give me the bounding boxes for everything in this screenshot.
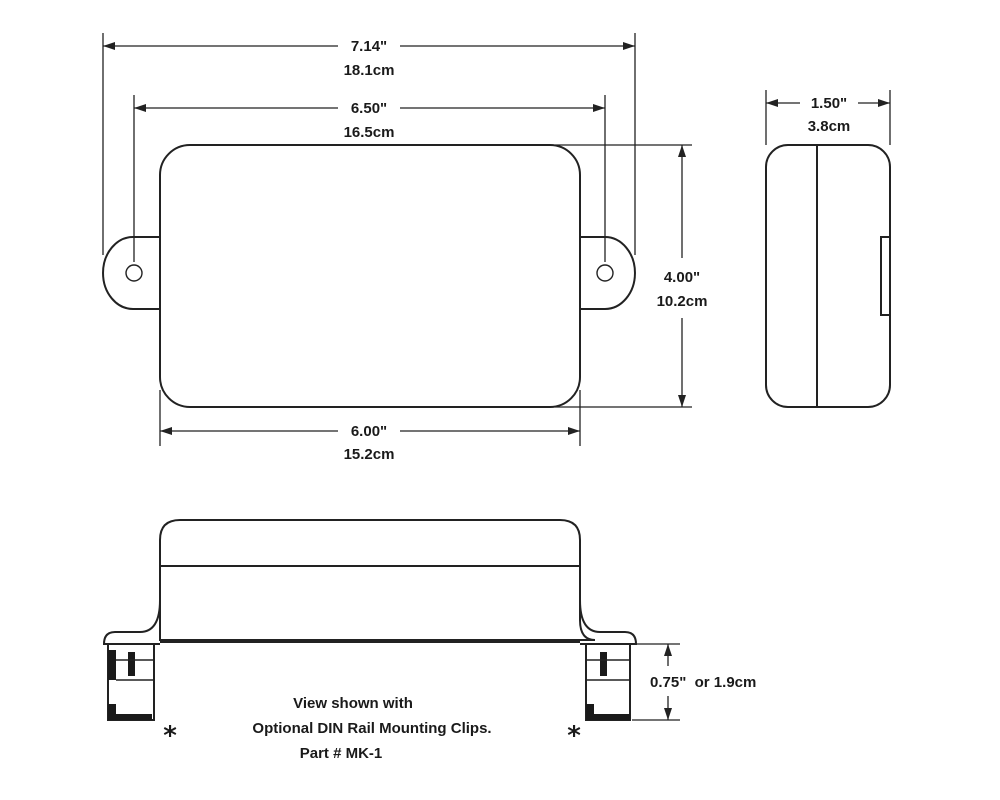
left-asterisk: *: [163, 721, 177, 751]
left-din-clip: [107, 643, 155, 721]
right-mounting-hole: [596, 264, 614, 282]
depth-side-inches: 1.50": [811, 95, 847, 112]
dimension-depth-side: 1.50" 3.8cm: [766, 95, 890, 135]
overall-length-inches: 7.14": [351, 38, 387, 55]
side-view-connector: [880, 236, 891, 316]
right-din-clip: [585, 643, 631, 721]
side-view: 1.50" 3.8cm: [765, 90, 891, 408]
dimension-height-front: 4.00" 10.2cm: [657, 145, 708, 407]
din-clip-note: View shown with Optional DIN Rail Mounti…: [252, 695, 491, 762]
body-length-inches: 6.00": [351, 423, 387, 440]
height-front-inches: 4.00": [664, 269, 700, 286]
dimension-body-length: 6.00" 15.2cm: [160, 423, 580, 463]
dimension-hole-spacing: 6.50" 16.5cm: [134, 100, 605, 141]
depth-side-cm: 3.8cm: [808, 118, 851, 135]
clip-height-label: 0.75" or 1.9cm: [650, 674, 756, 691]
left-mounting-hole: [125, 264, 143, 282]
note-line-2: Optional DIN Rail Mounting Clips.: [252, 720, 491, 737]
note-line-1: View shown with: [293, 695, 413, 712]
hole-spacing-inches: 6.50": [351, 100, 387, 117]
front-view: * * 0.75" or 1.9cm View shown with Optio…: [102, 519, 756, 762]
body-length-cm: 15.2cm: [344, 446, 395, 463]
height-front-cm: 10.2cm: [657, 293, 708, 310]
dimension-overall-length: 7.14" 18.1cm: [103, 38, 635, 79]
dimension-clip-height: 0.75" or 1.9cm: [650, 644, 756, 720]
left-mounting-tab: [102, 236, 160, 310]
hole-spacing-cm: 16.5cm: [344, 124, 395, 141]
overall-length-cm: 18.1cm: [344, 62, 395, 79]
side-view-body: [765, 144, 891, 408]
front-view-body: [158, 519, 596, 641]
right-asterisk: *: [567, 721, 581, 751]
top-view: 7.14" 18.1cm 6.50" 16.5cm 6.00" 15.2cm: [102, 33, 708, 463]
right-mounting-tab: [580, 236, 636, 310]
note-line-3: Part # MK-1: [300, 745, 383, 762]
top-view-body: [159, 144, 581, 408]
